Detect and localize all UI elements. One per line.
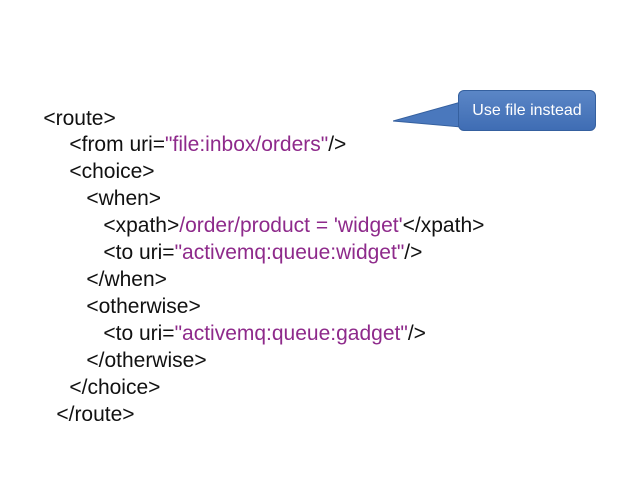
xml-tag: <route> <box>43 107 116 130</box>
callout-text: Use file instead <box>472 102 582 119</box>
code-line-to-gadget: <to uri="activemq:queue:gadget"/> <box>80 295 426 373</box>
xml-tag: <otherwise> <box>86 295 201 318</box>
xml-attribute-value: "activemq:queue:gadget" <box>174 322 408 345</box>
xml-tag: </route> <box>56 403 135 426</box>
code-line-to-widget: <to uri="activemq:queue:widget"/> <box>80 214 422 292</box>
xml-tag: </choice> <box>69 376 161 399</box>
xml-tag: </otherwise> <box>86 349 207 372</box>
xml-tag: </xpath> <box>402 214 485 237</box>
code-line-otherwise-open: <otherwise> <box>63 268 201 346</box>
xml-text-value: /order/product = 'widget' <box>179 214 403 237</box>
xml-tag: </when> <box>86 268 167 291</box>
code-line-xpath: <xpath>/order/product = 'widget'</xpath> <box>80 187 484 265</box>
code-line-route-open: <route> <box>20 80 116 158</box>
code-line-route-close: </route> <box>33 376 135 454</box>
code-line-from: <from uri="file:inbox/orders"/> <box>46 106 346 184</box>
code-line-otherwise-close: </otherwise> <box>63 322 207 400</box>
code-line-choice-open: <choice> <box>46 133 155 211</box>
xml-attribute-value: "activemq:queue:widget" <box>174 241 405 264</box>
xml-attribute-value: "file:inbox/orders" <box>165 133 329 156</box>
xml-tag: /> <box>404 241 423 264</box>
callout-pointer <box>393 101 462 128</box>
xml-tag: <to uri= <box>103 322 175 345</box>
xml-tag: <to uri= <box>103 241 175 264</box>
xml-tag: <from uri= <box>69 133 166 156</box>
xml-tag: <when> <box>86 187 162 210</box>
code-line-when-open: <when> <box>63 160 161 238</box>
code-line-choice-close: </choice> <box>46 349 160 427</box>
callout-bubble: Use file instead <box>458 90 596 131</box>
xml-tag: /> <box>407 322 426 345</box>
xml-tag: /> <box>328 133 347 156</box>
code-line-when-close: </when> <box>63 241 167 319</box>
xml-tag: <choice> <box>69 160 155 183</box>
xml-tag: <xpath> <box>103 214 180 237</box>
